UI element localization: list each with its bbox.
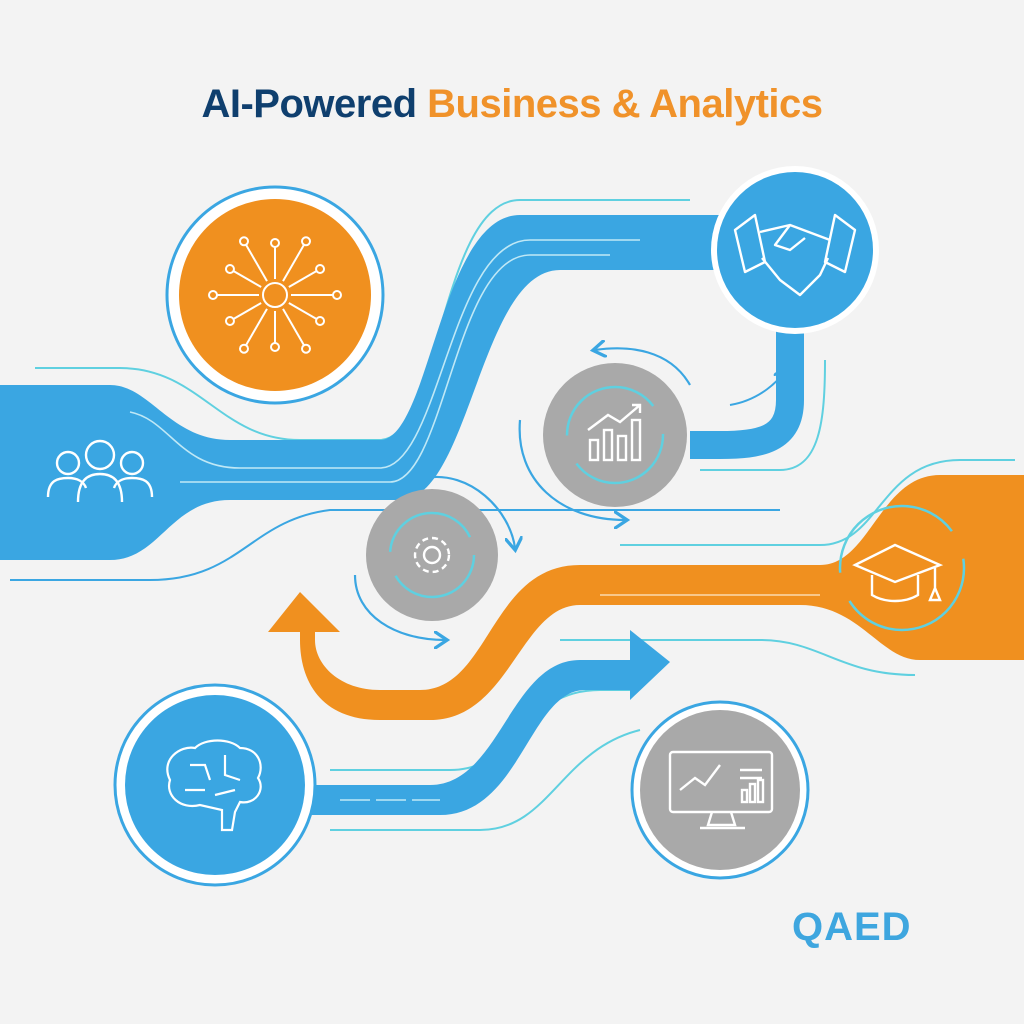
network-spoke — [288, 302, 318, 320]
blue-arrow-band — [300, 630, 670, 815]
brand-logo: QAED — [792, 905, 912, 949]
network-node — [270, 238, 280, 248]
network-node — [224, 316, 235, 326]
graduation-cap-icon — [852, 543, 944, 603]
title-part-2: Business & Analytics — [427, 82, 823, 126]
network-spoke — [288, 270, 318, 288]
blue-flow-band — [0, 215, 720, 560]
monitor-analytics-icon — [668, 750, 774, 830]
team-icon — [46, 439, 154, 503]
orange-flow-band — [268, 475, 1024, 720]
brain-icon — [166, 739, 262, 832]
network-node — [208, 290, 218, 300]
network-spoke — [232, 270, 262, 288]
handshake-icon — [733, 213, 857, 297]
blue-return-band — [690, 330, 804, 459]
node-ai-brain — [113, 683, 317, 887]
node-handshake — [711, 166, 879, 334]
network-node — [239, 343, 249, 354]
gear-icon — [413, 536, 451, 574]
title-part-1: AI-Powered — [201, 82, 417, 126]
network-node — [332, 290, 342, 300]
network-node — [315, 316, 326, 326]
network-node — [270, 342, 280, 352]
node-network — [165, 185, 385, 405]
node-analytics-chart — [543, 363, 687, 507]
network-icon — [208, 236, 342, 354]
network-spoke — [282, 308, 305, 346]
cycle-arrows — [353, 348, 691, 640]
page-title: AI-Powered Business & Analytics — [0, 82, 1024, 127]
network-node — [315, 264, 326, 274]
node-dashboard — [630, 700, 810, 880]
network-node — [301, 236, 311, 247]
network-spoke — [232, 302, 262, 320]
network-spoke — [282, 244, 305, 282]
network-node — [239, 236, 249, 247]
node-automation-gear — [366, 489, 498, 621]
bar-chart-growth-icon — [587, 403, 642, 462]
network-node — [224, 264, 235, 274]
network-spoke — [245, 244, 268, 282]
network-spoke — [245, 308, 268, 346]
network-node — [301, 343, 311, 354]
node-education — [838, 504, 966, 632]
